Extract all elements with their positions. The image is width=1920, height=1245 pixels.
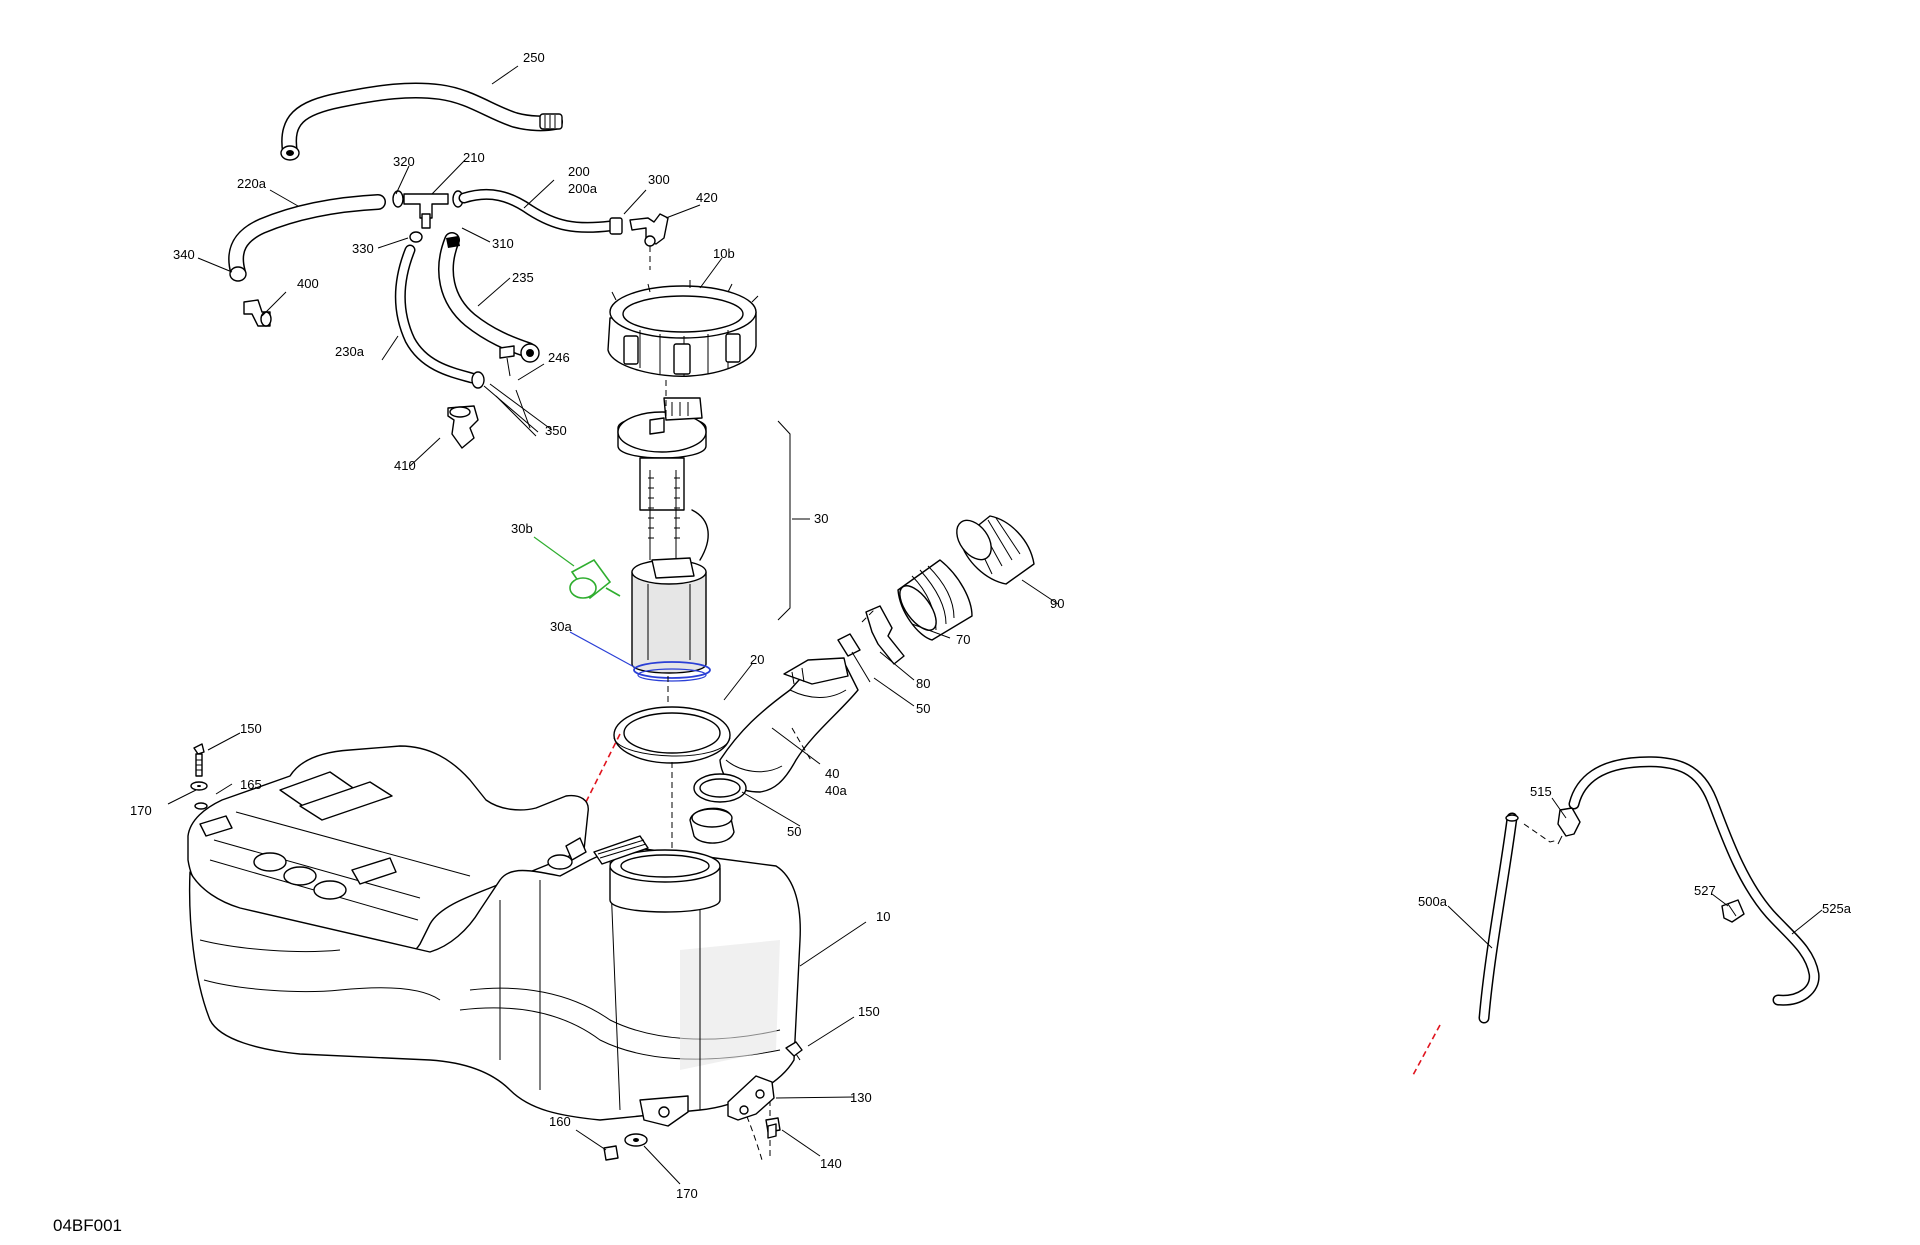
clamp-350[interactable] [471, 371, 485, 389]
callout-140: 140 [820, 1156, 842, 1171]
clamp-300[interactable] [609, 217, 623, 235]
clamp-330[interactable] [409, 231, 423, 243]
filler-neck-40[interactable] [719, 657, 859, 793]
fitting-420[interactable] [629, 213, 669, 247]
vent-tube-525a[interactable] [1568, 756, 1820, 1006]
gasket-20[interactable] [613, 706, 731, 764]
bolt-150-bottom[interactable] [785, 1041, 803, 1061]
filler-neck-70[interactable] [893, 559, 973, 641]
screw-150-top[interactable] [193, 743, 205, 777]
callout-500a: 500a [1418, 894, 1448, 909]
grommet-165[interactable] [194, 802, 208, 810]
bracket-30 [777, 420, 791, 621]
hose-200[interactable] [458, 188, 616, 233]
callout-10: 10 [876, 909, 890, 924]
callout-50-lower: 50 [787, 824, 801, 839]
callout-200a: 200a [568, 181, 598, 196]
clamp-320[interactable] [392, 190, 404, 208]
figure-code: 04BF001 [53, 1216, 122, 1235]
filter-30b[interactable] [569, 558, 621, 600]
callout-30b: 30b [511, 521, 533, 536]
callout-90: 90 [1050, 596, 1064, 611]
callout-310: 310 [492, 236, 514, 251]
clip-527[interactable] [1721, 899, 1745, 923]
callout-200: 200 [568, 164, 590, 179]
hose-235[interactable] [438, 232, 540, 363]
hose-230a[interactable] [394, 244, 478, 384]
elbow-fitting-410[interactable] [447, 405, 479, 449]
callout-30: 30 [814, 511, 828, 526]
hose-250[interactable] [280, 82, 563, 161]
callout-527: 527 [1694, 883, 1716, 898]
fuel-pump-module-30[interactable] [617, 397, 709, 674]
callout-320: 320 [393, 154, 415, 169]
callout-40: 40 [825, 766, 839, 781]
callout-50-upper: 50 [916, 701, 930, 716]
callout-40a: 40a [825, 783, 847, 798]
bracket-130[interactable] [727, 1075, 775, 1121]
callout-labels: 250 220a 320 210 200 200a 300 420 340 33… [53, 50, 1852, 1235]
seal-30a[interactable] [633, 661, 711, 682]
callout-330: 330 [352, 241, 374, 256]
callout-525a: 525a [1822, 901, 1852, 916]
callout-70: 70 [956, 632, 970, 647]
lock-ring-10b[interactable] [607, 280, 759, 377]
callout-210: 210 [463, 150, 485, 165]
leader-lines [167, 65, 1823, 1185]
elbow-fitting-400[interactable] [243, 299, 272, 327]
callout-250: 250 [523, 50, 545, 65]
callout-400: 400 [297, 276, 319, 291]
callout-410: 410 [394, 458, 416, 473]
clip-246[interactable] [499, 345, 515, 377]
callout-165: 165 [240, 777, 262, 792]
clamp-50-small[interactable] [837, 633, 871, 683]
callout-160: 160 [549, 1114, 571, 1129]
callout-30a: 30a [550, 619, 572, 634]
washer-170-top[interactable] [190, 781, 208, 791]
nut-160[interactable] [603, 1145, 619, 1161]
callout-300: 300 [648, 172, 670, 187]
callout-150-bottom: 150 [858, 1004, 880, 1019]
callout-246: 246 [548, 350, 570, 365]
callout-170-top: 170 [130, 803, 152, 818]
callout-350: 350 [545, 423, 567, 438]
nut-140[interactable] [765, 1117, 781, 1139]
fuel-cap-90[interactable] [950, 514, 1035, 585]
callout-235: 235 [512, 270, 534, 285]
callout-150-top: 150 [240, 721, 262, 736]
callout-220a: 220a [237, 176, 267, 191]
check-valve-515[interactable] [1557, 807, 1581, 845]
callout-420: 420 [696, 190, 718, 205]
washer-170-bottom[interactable] [624, 1133, 648, 1147]
callout-515: 515 [1530, 784, 1552, 799]
hose-220a[interactable] [228, 194, 386, 282]
tee-fitting-210[interactable] [403, 193, 449, 229]
callout-230a: 230a [335, 344, 365, 359]
callout-20: 20 [750, 652, 764, 667]
clamp-50-large[interactable] [693, 773, 747, 803]
fitting-80[interactable] [865, 605, 905, 665]
vent-tube-500a[interactable] [1478, 812, 1519, 1024]
callout-170-bottom: 170 [676, 1186, 698, 1201]
callout-130: 130 [850, 1090, 872, 1105]
callout-80: 80 [916, 676, 930, 691]
fuel-tank-10[interactable] [187, 745, 801, 1127]
callout-340: 340 [173, 247, 195, 262]
callout-10b: 10b [713, 246, 735, 261]
